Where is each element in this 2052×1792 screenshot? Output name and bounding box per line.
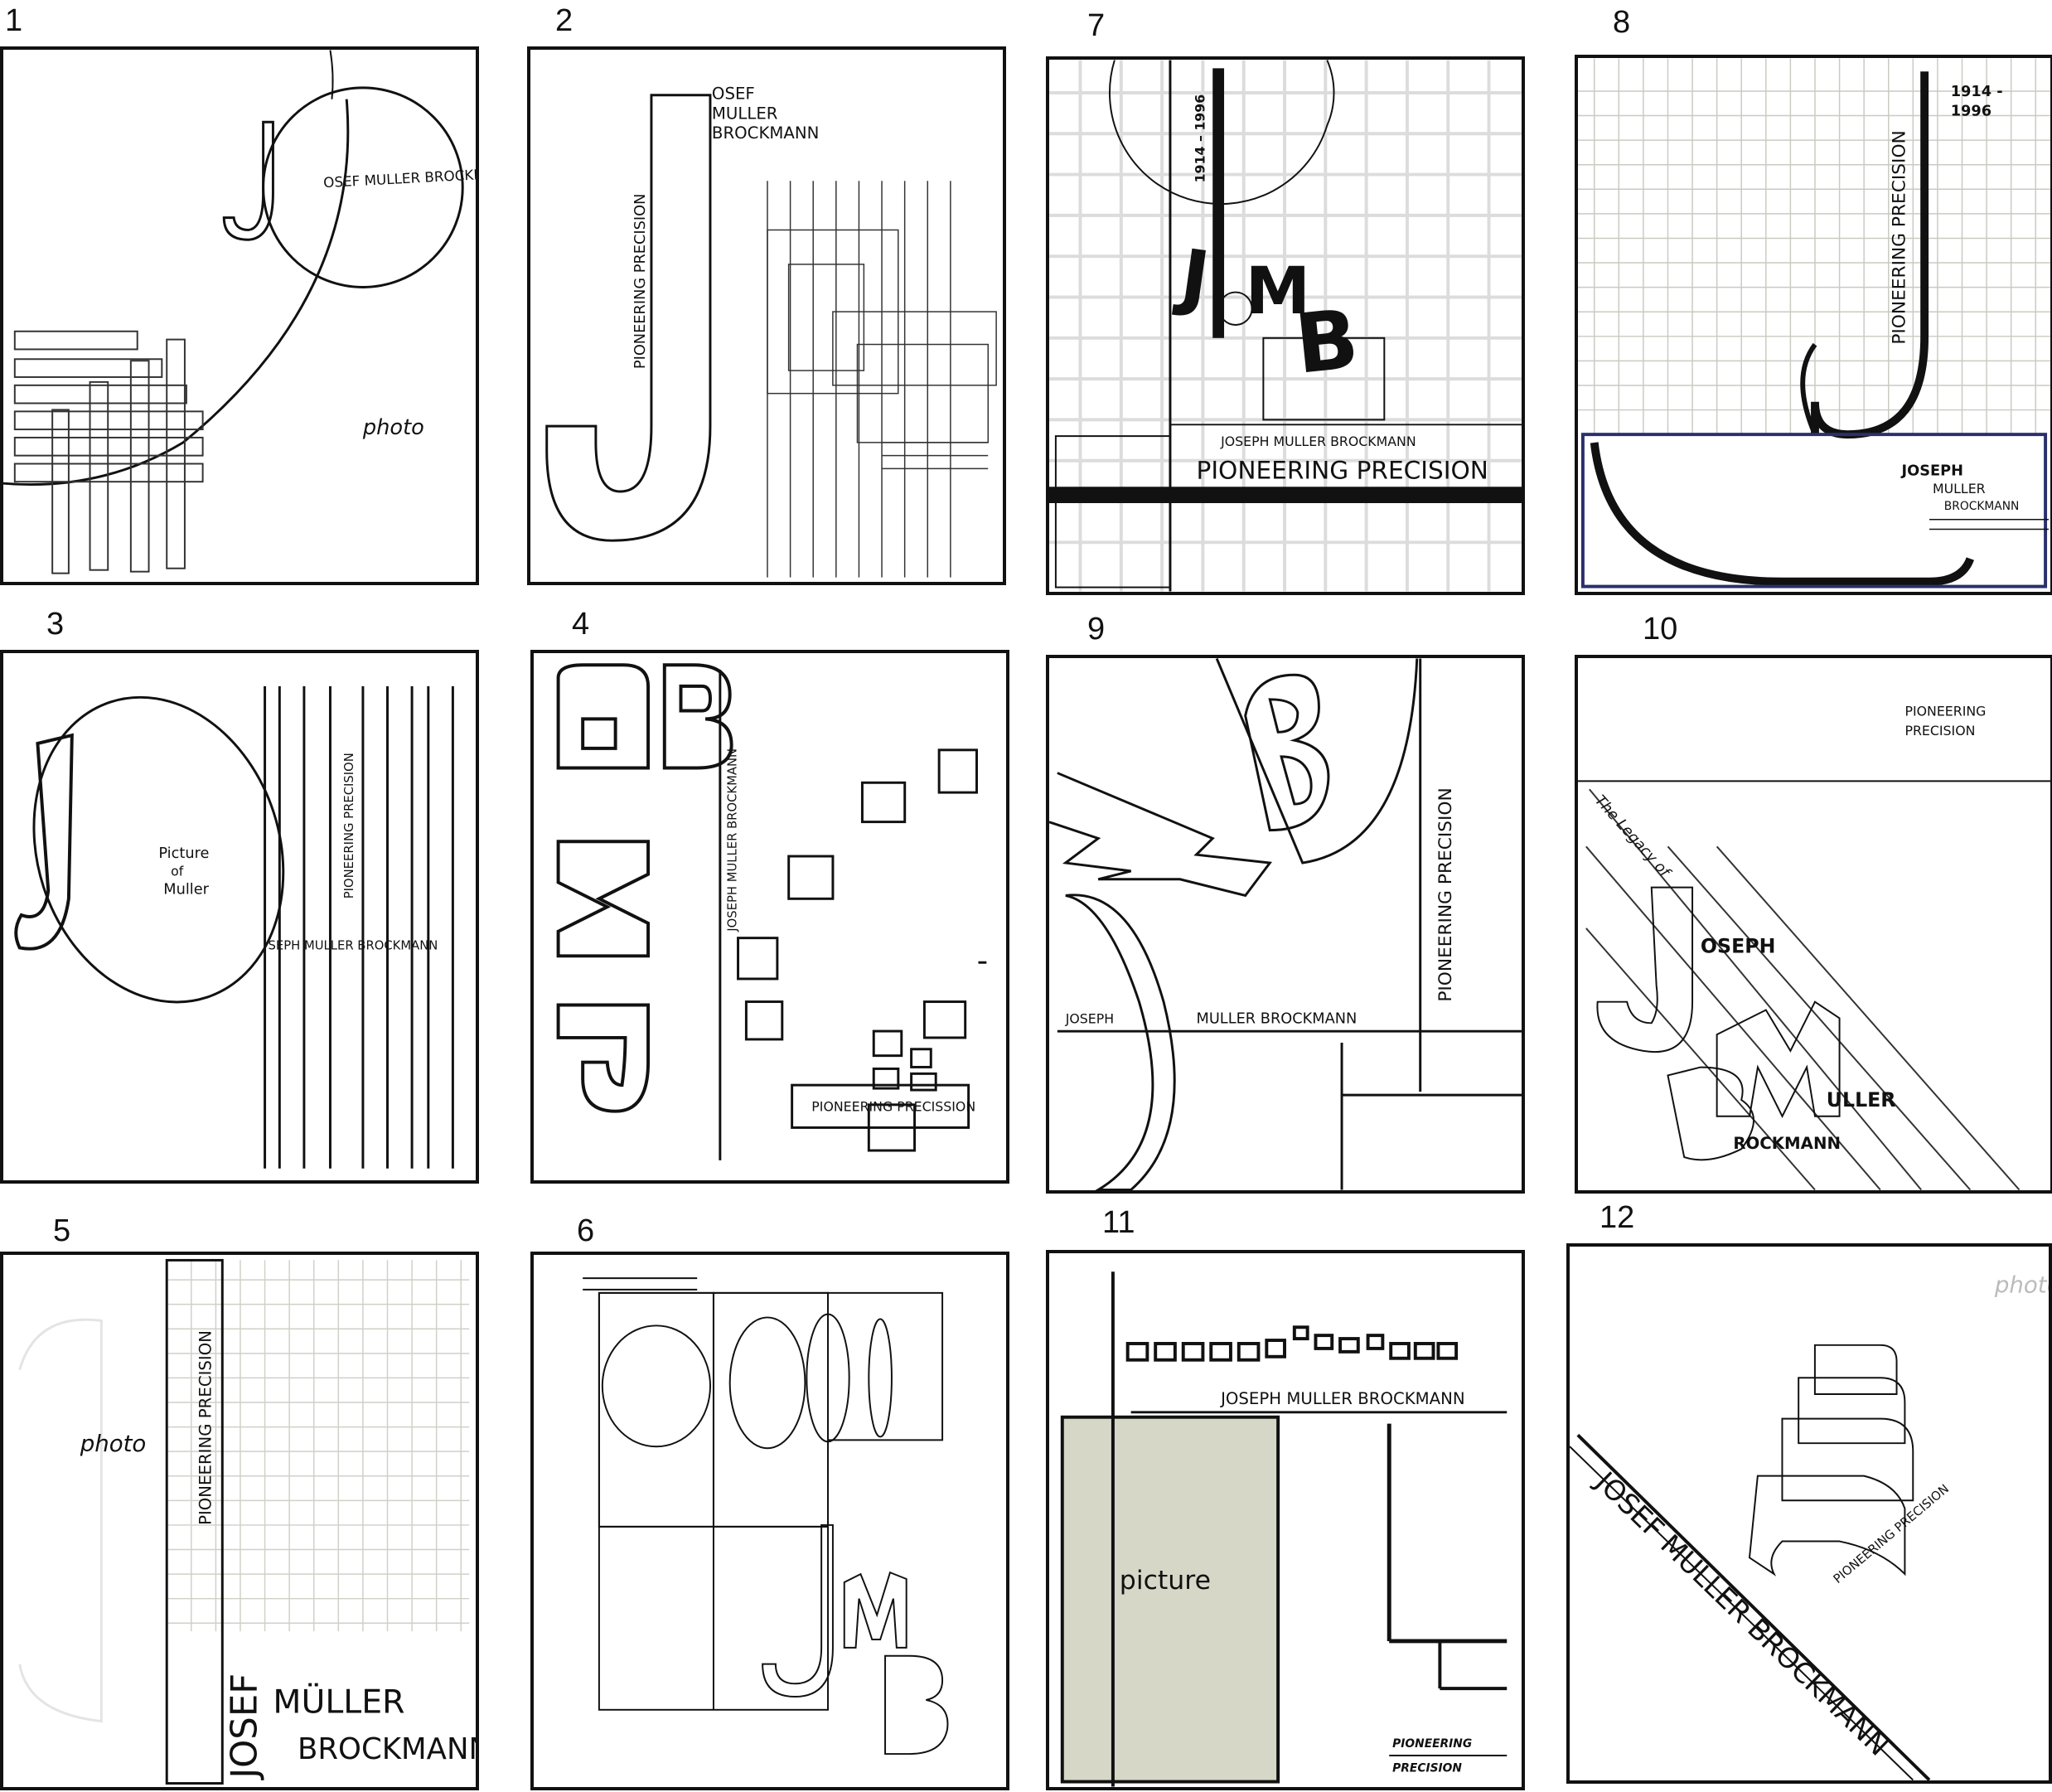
tagline: PIONEERING PRECISION xyxy=(342,753,356,898)
oseph-label: OSEPH xyxy=(1701,935,1775,958)
sketch-4-drawing: JOSEPH MULLER BROCKMANN PIONEERING PRECI… xyxy=(556,663,987,1160)
sketch-11-drawing: JOSEPH MULLER BROCKMANN picture PIONEERI… xyxy=(1060,1271,1508,1787)
tagline: PIONEERING PRECISION xyxy=(1889,130,1909,344)
middle-name: MÜLLER xyxy=(273,1683,404,1722)
sketch-3-drawing: Picture of Muller PIONEERING PRECISION S… xyxy=(14,685,454,1169)
svg-text:B: B xyxy=(1291,292,1363,393)
sketch-panel-11: JOSEPH MULLER BROCKMANN picture PIONEERI… xyxy=(1046,1250,1525,1790)
last-name: BROCKMANN xyxy=(298,1732,476,1766)
sketch-number: 11 xyxy=(1102,1205,1135,1240)
first-name: JOSEF xyxy=(225,1673,266,1781)
rockmann-label: ROCKMANN xyxy=(1733,1134,1841,1153)
photo-label: photo xyxy=(1994,1271,2049,1299)
sketch-panel-7: 1914 – 1996 J M B JOSEPH MULLER BROCKMAN… xyxy=(1046,56,1525,595)
name-line-3: BROCKMANN xyxy=(1944,500,2020,513)
photo-label: photo xyxy=(362,415,424,440)
sketch-12-drawing: photo JOSEF MULLER BROCKMANN PIONEERING … xyxy=(1570,1271,2049,1780)
years-line-2: 1996 xyxy=(1951,104,1992,120)
sketch-number: 10 xyxy=(1643,612,1678,647)
sketch-panel-3: Picture of Muller PIONEERING PRECISION S… xyxy=(0,650,479,1184)
name-line-1: OSEF xyxy=(712,85,755,104)
sketch-10-drawing: PIONEERING PRECISION The Legacy of OSEPH… xyxy=(1578,704,2050,1190)
sketch-7-drawing: 1914 – 1996 J M B JOSEPH MULLER BROCKMAN… xyxy=(1049,60,1522,592)
svg-text:M: M xyxy=(1246,253,1311,329)
name-line-2: MULLER xyxy=(1933,481,1986,496)
name-label: JOSEPH MULLER BROCKMANN xyxy=(1219,1389,1465,1408)
uller-label: ULLER xyxy=(1827,1088,1896,1112)
name-line-1: JOSEPH xyxy=(1901,463,1963,479)
tagline: PIONEERING PRECISION xyxy=(1435,787,1456,1001)
sketch-number: 12 xyxy=(1599,1200,1635,1235)
sketch-panel-8: PIONEERING PRECISION 1914 - 1996 JOSEPH … xyxy=(1575,55,2052,595)
sketch-number: 2 xyxy=(555,3,573,38)
sketch-number: 9 xyxy=(1087,612,1106,647)
photo-label: photo xyxy=(80,1430,147,1457)
years-line-1: 1914 - xyxy=(1951,84,2003,100)
tagline: PIONEERING PRECISION xyxy=(196,1330,215,1525)
sketch-1-drawing: OSEF MULLER BROCKMANN photo xyxy=(3,50,476,574)
sketch-panel-4: JOSEPH MULLER BROCKMANN PIONEERING PRECI… xyxy=(530,650,1009,1184)
name-label: SEPH MULLER BROCKMANN xyxy=(269,938,438,952)
sketch-number: 5 xyxy=(53,1213,71,1248)
sketch-panel-12: photo JOSEF MULLER BROCKMANN PIONEERING … xyxy=(1566,1243,2052,1784)
tagline-line-2: PRECISION xyxy=(1392,1762,1462,1775)
tagline: PIONEERING PRECISION xyxy=(1831,1482,1952,1586)
last-name: MULLER BROCKMANN xyxy=(1197,1010,1358,1027)
sketch-panel-10: PIONEERING PRECISION The Legacy of OSEPH… xyxy=(1575,655,2052,1194)
picture-label-2: of xyxy=(171,864,184,879)
years-label: 1914 – 1996 xyxy=(1192,94,1207,183)
name-line-3: BROCKMANN xyxy=(712,124,819,143)
first-name: JOSEPH xyxy=(1065,1010,1114,1026)
legacy-label: The Legacy of xyxy=(1591,792,1674,882)
sketch-number: 3 xyxy=(46,607,65,642)
sketch-panel-9: PIONEERING PRECISION JOSEPH MULLER BROCK… xyxy=(1046,655,1525,1194)
tagline: PIONEERING PRECISION xyxy=(1197,456,1488,484)
sketch-number: 1 xyxy=(5,3,23,38)
tagline-line-2: PRECISION xyxy=(1904,723,1975,739)
sketch-2-drawing: OSEF MULLER BROCKMANN PIONEERING PRECISI… xyxy=(545,85,997,578)
name-label: JOSEF MULLER BROCKMANN xyxy=(1589,1465,1895,1762)
sketch-8-drawing: PIONEERING PRECISION 1914 - 1996 JOSEPH … xyxy=(1578,58,2050,588)
sketch-panel-5: photo PIONEERING PRECISION JOSEF MÜLLER … xyxy=(0,1252,479,1790)
name-line-2: MULLER xyxy=(712,104,778,123)
sketch-number: 8 xyxy=(1613,5,1631,40)
tagline: PIONEERING PRECISSION xyxy=(811,1099,975,1115)
picture-label-3: Muller xyxy=(163,881,209,898)
sketch-number: 4 xyxy=(572,607,590,642)
sketch-number: 7 xyxy=(1087,8,1106,43)
sketch-number: 6 xyxy=(577,1213,595,1248)
svg-text:J: J xyxy=(1172,233,1215,322)
sketch-panel-2: OSEF MULLER BROCKMANN PIONEERING PRECISI… xyxy=(527,46,1006,585)
tagline-line-1: PIONEERING xyxy=(1392,1737,1472,1751)
name-label: JOSEPH MULLER BROCKMANN xyxy=(726,748,740,932)
tagline-line-1: PIONEERING xyxy=(1904,704,1986,719)
picture-label: picture xyxy=(1120,1566,1211,1596)
picture-label-1: Picture xyxy=(158,845,209,862)
sketch-6-drawing xyxy=(583,1277,949,1756)
tagline: PIONEERING PRECISION xyxy=(632,194,649,370)
sketch-9-drawing: PIONEERING PRECISION JOSEPH MULLER BROCK… xyxy=(1049,658,1522,1190)
name-label: JOSEPH MULLER BROCKMANN xyxy=(1220,433,1416,449)
sketch-5-drawing: photo PIONEERING PRECISION JOSEF MÜLLER … xyxy=(18,1258,476,1785)
sketch-panel-1: OSEF MULLER BROCKMANN photo xyxy=(0,46,479,585)
sketch-panel-6 xyxy=(530,1252,1009,1790)
